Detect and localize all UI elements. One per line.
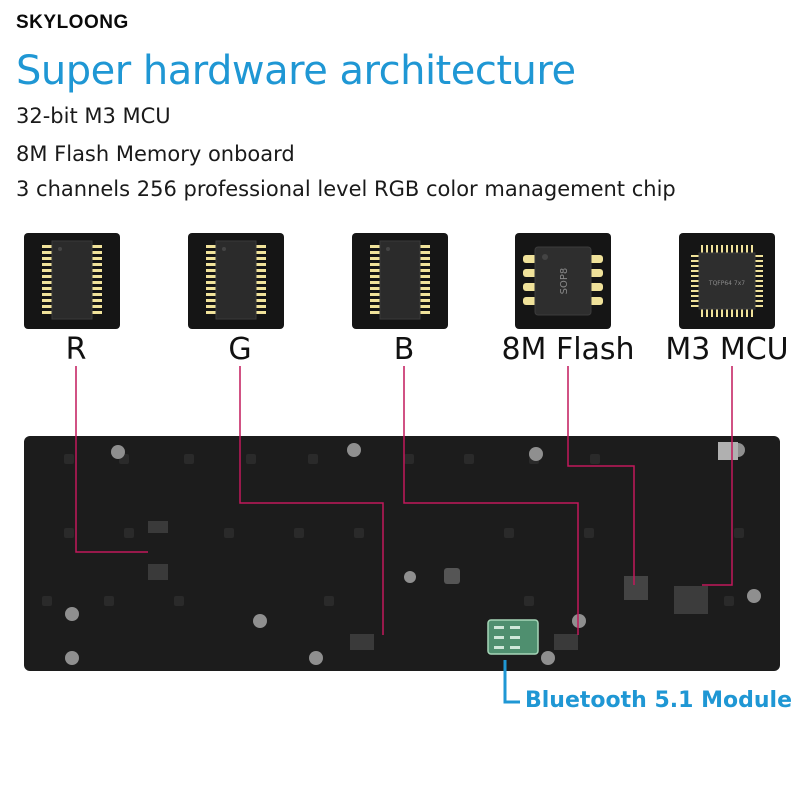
chip-marking: SOP8	[559, 268, 570, 295]
chip-card-mcu: TQFP64 7x7	[679, 233, 775, 329]
chip-card-flash: SOP8	[515, 233, 611, 329]
feature-rgb: 3 channels 256 professional level RGB co…	[16, 177, 676, 201]
chip-card-b	[352, 233, 448, 329]
sop24-chip-icon	[370, 240, 430, 320]
tqfp-chip-icon: TQFP64 7x7	[691, 245, 763, 317]
bluetooth-module-label: Bluetooth 5.1 Module	[525, 688, 792, 713]
keyboard-pcb	[24, 436, 780, 671]
pcb-graphic	[42, 442, 761, 665]
chip-marking: TQFP64 7x7	[708, 280, 745, 287]
sop24-chip-icon	[206, 240, 266, 320]
page-title: Super hardware architecture	[16, 48, 576, 94]
brand-logo: SKYLOONG	[16, 12, 129, 33]
feature-mcu: 32-bit M3 MCU	[16, 104, 171, 128]
chip-label-b: B	[393, 332, 415, 367]
chip-card-r	[24, 233, 120, 329]
chip-label-r: R	[65, 332, 87, 367]
chip-card-g	[188, 233, 284, 329]
feature-flash: 8M Flash Memory onboard	[16, 142, 295, 166]
chip-label-g: G	[228, 332, 252, 367]
sop8-chip-icon: SOP8	[523, 246, 603, 316]
chip-label-flash: 8M Flash	[501, 332, 635, 367]
sop24-chip-icon	[42, 240, 102, 320]
chip-label-mcu: M3 MCU	[665, 332, 789, 367]
